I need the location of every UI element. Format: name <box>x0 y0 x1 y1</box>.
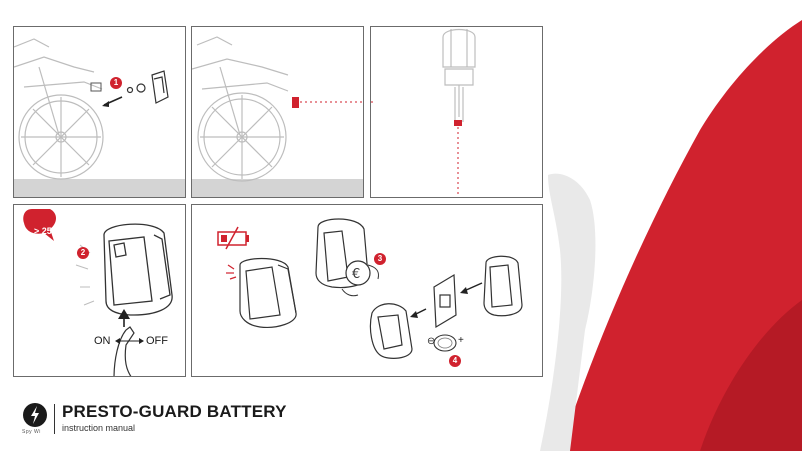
bicycle-icon <box>192 36 363 197</box>
product-title: PRESTO-GUARD BATTERY <box>62 402 287 421</box>
light-unit-icon <box>23 209 173 376</box>
panel-switch: > 25h 2 ON OFF <box>13 204 186 377</box>
brand-logo-icon <box>23 403 47 427</box>
step-number-1: 1 <box>110 77 122 89</box>
arrow-icon <box>410 282 483 318</box>
bicycle-icon <box>14 38 185 197</box>
switch-on-label: ON <box>94 335 111 347</box>
switch-off-label: OFF <box>146 335 168 347</box>
brand-logo-text: Spy Wi <box>22 429 41 435</box>
battery-minus-symbol: ⊖ <box>427 336 436 347</box>
panel-battery-replace: € 3 4 ⊖ + <box>191 204 543 377</box>
panel-mounted-side <box>191 26 364 198</box>
step-number-3: 3 <box>374 253 386 265</box>
battery-low-icon <box>217 226 249 250</box>
battery-plus-symbol: + <box>458 335 464 346</box>
svg-text:€: € <box>352 267 360 282</box>
panel-rear-view <box>370 26 543 198</box>
coin-icon: € <box>341 260 379 297</box>
product-subtitle: instruction manual <box>62 423 136 433</box>
runtime-badge: > 25h <box>34 226 58 236</box>
battery-replace-illustration: € <box>217 218 523 359</box>
bicycle-rear-icon <box>371 28 476 197</box>
panel-mount-step: 1 <box>13 26 186 198</box>
footer-divider <box>54 404 55 434</box>
step-number-2: 2 <box>77 247 89 259</box>
step-number-4: 4 <box>449 355 461 367</box>
